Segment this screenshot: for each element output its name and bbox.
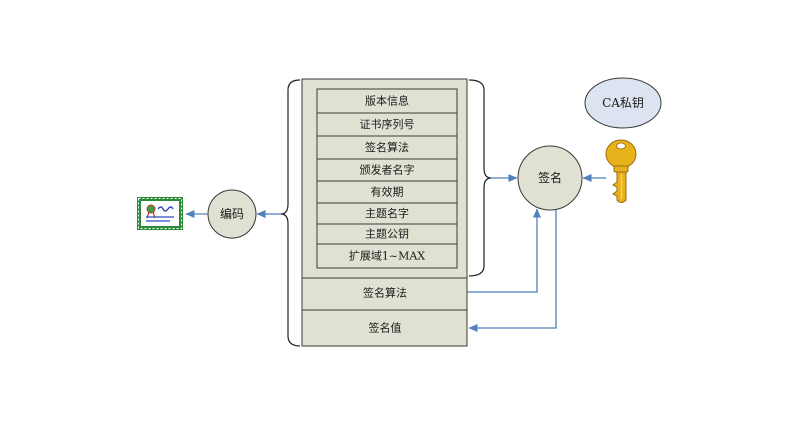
sign-node xyxy=(517,145,583,211)
certificate-border-pattern xyxy=(138,198,182,229)
field-label: 主题名字 xyxy=(365,206,409,220)
ca-private-key-label: CA私钥 xyxy=(602,96,644,110)
tbs-certificate-fields: 版本信息 证书序列号 签名算法 颁发者名字 有效期 主题名字 主题公钥 扩展域1… xyxy=(316,88,458,269)
field-row xyxy=(316,243,458,269)
key-collar xyxy=(613,165,629,173)
field-label: 主题公钥 xyxy=(365,227,409,241)
certificate-seal xyxy=(146,204,156,214)
signature-algorithm-label: 签名算法 xyxy=(363,286,407,300)
encode-node-label: 编码 xyxy=(220,206,244,221)
field-label: 版本信息 xyxy=(365,94,409,108)
ca-private-key-node xyxy=(584,77,662,129)
certificate-paper xyxy=(141,201,179,226)
field-label: 扩展域1~MAX xyxy=(349,249,425,263)
field-label: 颁发者名字 xyxy=(360,163,415,177)
key-hole xyxy=(616,142,626,150)
arrow-signature-algorithm-to-sign xyxy=(467,208,541,293)
field-label: 签名算法 xyxy=(365,140,409,154)
field-label: 有效期 xyxy=(371,185,404,199)
sign-node-label: 签名 xyxy=(538,170,562,185)
certificate-script xyxy=(157,206,174,212)
right-brace xyxy=(468,79,492,277)
key-icon xyxy=(605,139,637,203)
certificate-icon xyxy=(137,197,183,230)
field-row xyxy=(316,88,458,114)
left-brace xyxy=(280,79,301,347)
key-blade xyxy=(612,171,627,203)
signature-value-label: 签名值 xyxy=(369,321,402,335)
arrow-sign-to-signature-value xyxy=(468,210,557,332)
field-label: 证书序列号 xyxy=(360,117,415,131)
